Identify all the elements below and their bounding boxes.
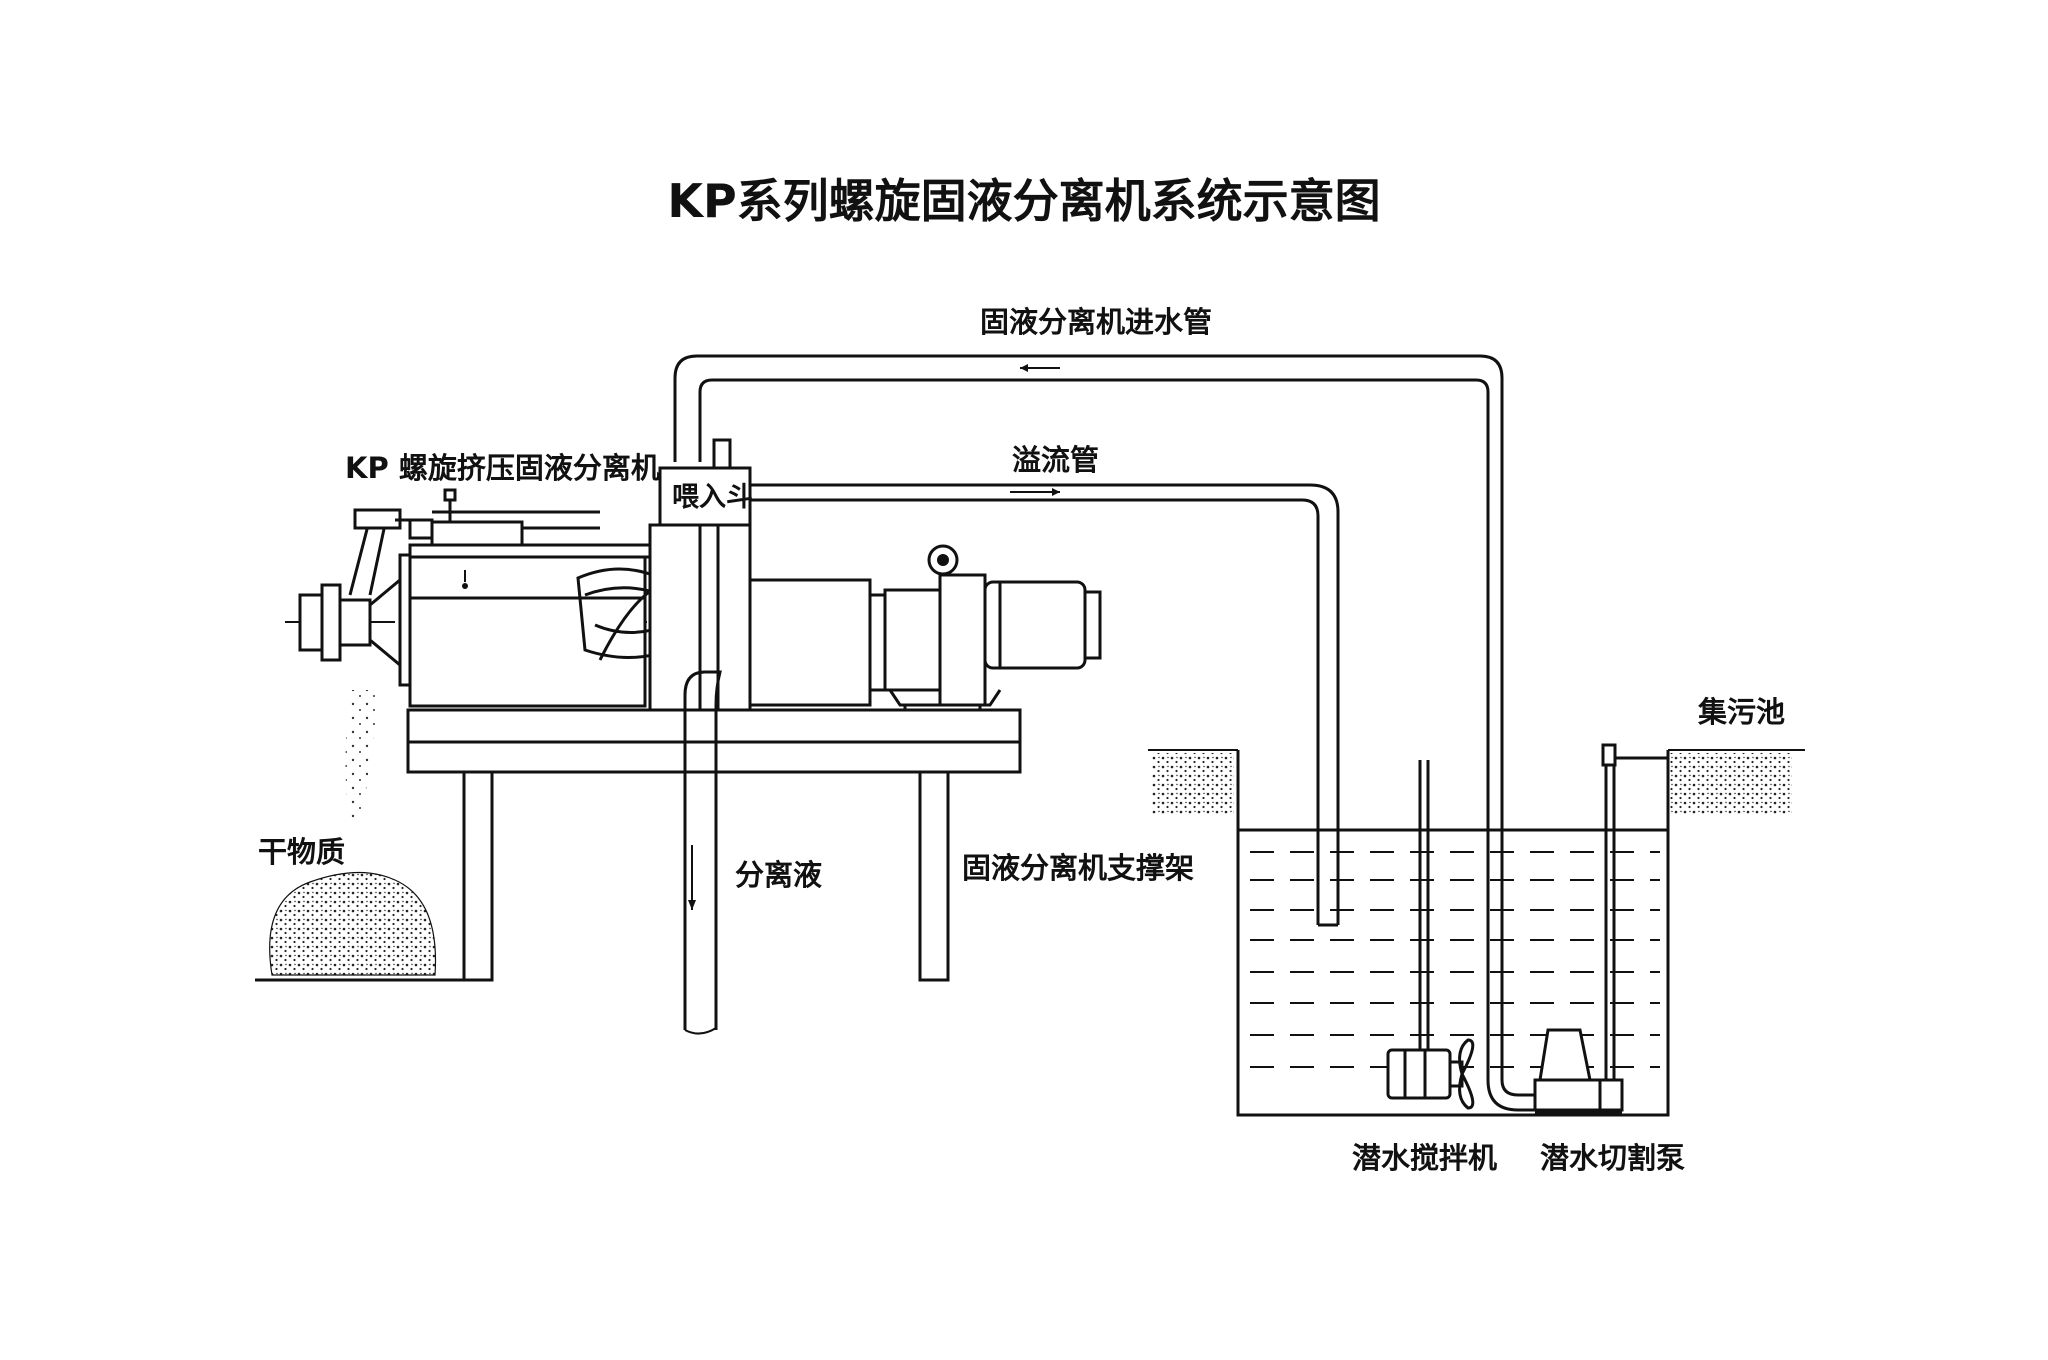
support-frame <box>255 708 1022 982</box>
screw-press-machine <box>285 438 1102 720</box>
cutting-pump-label: 潜水切割泵 <box>1540 1141 1685 1175</box>
liquid-outlet-pipe <box>683 670 722 1035</box>
diagram-title: KP系列螺旋固液分离机系统示意图 <box>667 174 1380 228</box>
collection-tank-label: 集污池 <box>1697 695 1785 729</box>
machine-label: KP 螺旋挤压固液分离机 <box>345 451 660 485</box>
submersible-mixer <box>1386 760 1475 1110</box>
separated-liquid-label: 分离液 <box>735 858 822 892</box>
hopper-label: 喂入斗 <box>672 482 753 513</box>
overflow-pipe <box>748 483 1340 927</box>
collection-tank <box>1148 743 1805 1117</box>
dry-matter-label: 干物质 <box>258 835 345 869</box>
cutting-pump <box>1486 1028 1624 1114</box>
inlet-pipe <box>673 354 1504 1080</box>
support-frame-label: 固液分离机支撑架 <box>962 851 1194 885</box>
dry-matter-discharge <box>269 690 437 976</box>
submersible-mixer-label: 潜水搅拌机 <box>1352 1141 1497 1175</box>
inlet-pipe-label: 固液分离机进水管 <box>980 305 1212 339</box>
overflow-pipe-label: 溢流管 <box>1012 443 1099 477</box>
